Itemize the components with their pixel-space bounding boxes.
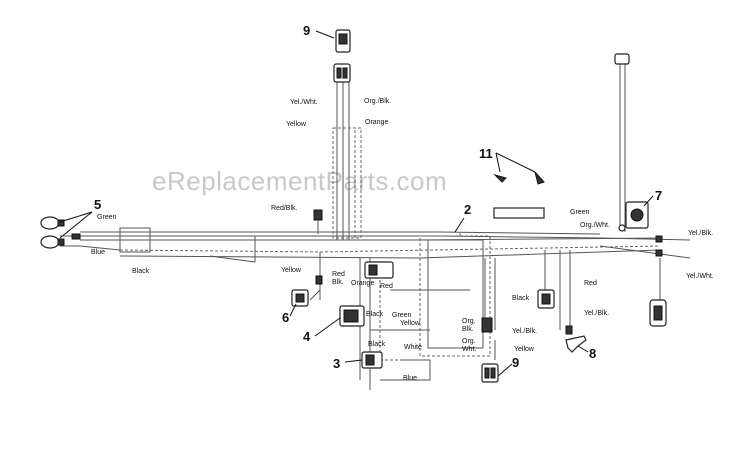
- label-red-mid: Red: [380, 283, 393, 290]
- callout-4: 4: [303, 329, 311, 344]
- label-org-blk-top: Org./Blk.: [364, 98, 391, 105]
- label-yellow-mid2: Yellow: [400, 320, 421, 327]
- label-orange-top: Orange: [365, 119, 388, 126]
- callouts: 9 11 5 2 7 6 4 3 9 8: [59, 23, 662, 377]
- callout-2: 2: [464, 202, 471, 217]
- label-red-blk-small-2: Blk.: [332, 279, 344, 286]
- watermark: eReplacementParts.com: [152, 166, 447, 196]
- module-7: [614, 53, 649, 232]
- label-black-mid: Black: [366, 311, 384, 318]
- label-org-blk-low-1: Org.: [462, 318, 476, 325]
- mid-connectors: [313, 209, 394, 285]
- label-red-blk-small-1: Red: [332, 271, 345, 278]
- label-org-blk-low-2: Blk.: [462, 326, 474, 333]
- top-connector: [333, 29, 351, 83]
- label-green-right: Green: [570, 209, 590, 216]
- right-connectors: [649, 235, 667, 327]
- label-green-left: Green: [97, 214, 117, 221]
- label-red-right: Red: [584, 280, 597, 287]
- key-switch-3: [361, 351, 383, 369]
- label-yel-wht-far: Yel./Wht.: [686, 273, 714, 280]
- label-red-blk-mid: Red/Blk.: [271, 205, 298, 212]
- label-blue-low: Blue: [403, 375, 417, 382]
- label-blue-left: Blue: [91, 249, 105, 256]
- label-black-left: Black: [132, 268, 150, 275]
- label-green-mid: Green: [392, 312, 412, 319]
- wire-harness: [60, 60, 691, 390]
- pin-8: [565, 335, 587, 353]
- callout-3: 3: [333, 356, 340, 371]
- safety-switches: [481, 289, 573, 335]
- headlight-bulbs: [40, 216, 81, 249]
- callout-6: 6: [282, 310, 289, 325]
- bottom-connector: [481, 363, 499, 383]
- label-black-right: Black: [512, 295, 530, 302]
- label-orange-mid: Orange: [351, 280, 374, 287]
- label-yel-blk-far: Yel./Blk.: [688, 230, 713, 237]
- label-yellow-mid: Yellow: [281, 267, 302, 274]
- screws: [493, 171, 545, 219]
- label-yel-blk-low: Yel./Blk.: [512, 328, 537, 335]
- label-yellow-top: Yellow: [286, 121, 307, 128]
- relay-4: [339, 305, 365, 327]
- label-yel-wht-top: Yel./Wht.: [290, 99, 318, 106]
- callout-8: 8: [589, 346, 596, 361]
- wire-labels: Yel./Wht. Org./Blk. Yellow Orange Green …: [91, 98, 714, 382]
- label-white-low: White: [404, 344, 422, 351]
- switch-6: [291, 289, 309, 307]
- callout-5: 5: [94, 197, 101, 212]
- label-yel-blk-right: Yel./Blk.: [584, 310, 609, 317]
- callout-7: 7: [655, 188, 662, 203]
- label-org-wht-low-1: Org.: [462, 338, 476, 345]
- label-yellow-low: Yellow: [514, 346, 535, 353]
- label-org-wht-right: Org./Wht.: [580, 222, 610, 229]
- label-black-low: Black: [368, 341, 386, 348]
- label-org-wht-low-2: Wht.: [462, 346, 476, 353]
- callout-9-top: 9: [303, 23, 310, 38]
- callout-9-bottom: 9: [512, 355, 519, 370]
- callout-11: 11: [479, 146, 493, 161]
